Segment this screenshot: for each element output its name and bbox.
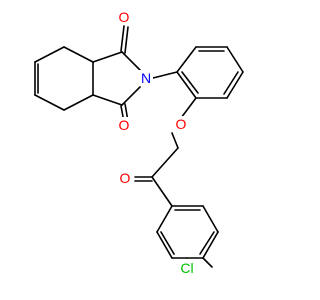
- svg-text:Cl: Cl: [180, 260, 193, 276]
- atom-layer: O N O O O Cl: [117, 9, 198, 276]
- svg-text:O: O: [176, 116, 187, 132]
- ketone-oxygen: O: [118, 170, 132, 186]
- svg-text:O: O: [119, 9, 130, 25]
- svg-text:O: O: [120, 170, 131, 186]
- carbonyl-oxygen-bottom: O: [117, 117, 131, 133]
- svg-text:O: O: [119, 117, 130, 133]
- imide-nitrogen: N: [139, 70, 153, 86]
- ether-oxygen: O: [174, 116, 188, 132]
- carbonyl-oxygen-top: O: [117, 9, 131, 25]
- bond-layer: [34, 25, 244, 268]
- structure-canvas: O N O O O Cl: [34, 9, 244, 276]
- svg-text:N: N: [141, 70, 151, 86]
- chlorine-atom: Cl: [176, 260, 198, 276]
- structure-drawing: O N O O O Cl: [34, 9, 244, 276]
